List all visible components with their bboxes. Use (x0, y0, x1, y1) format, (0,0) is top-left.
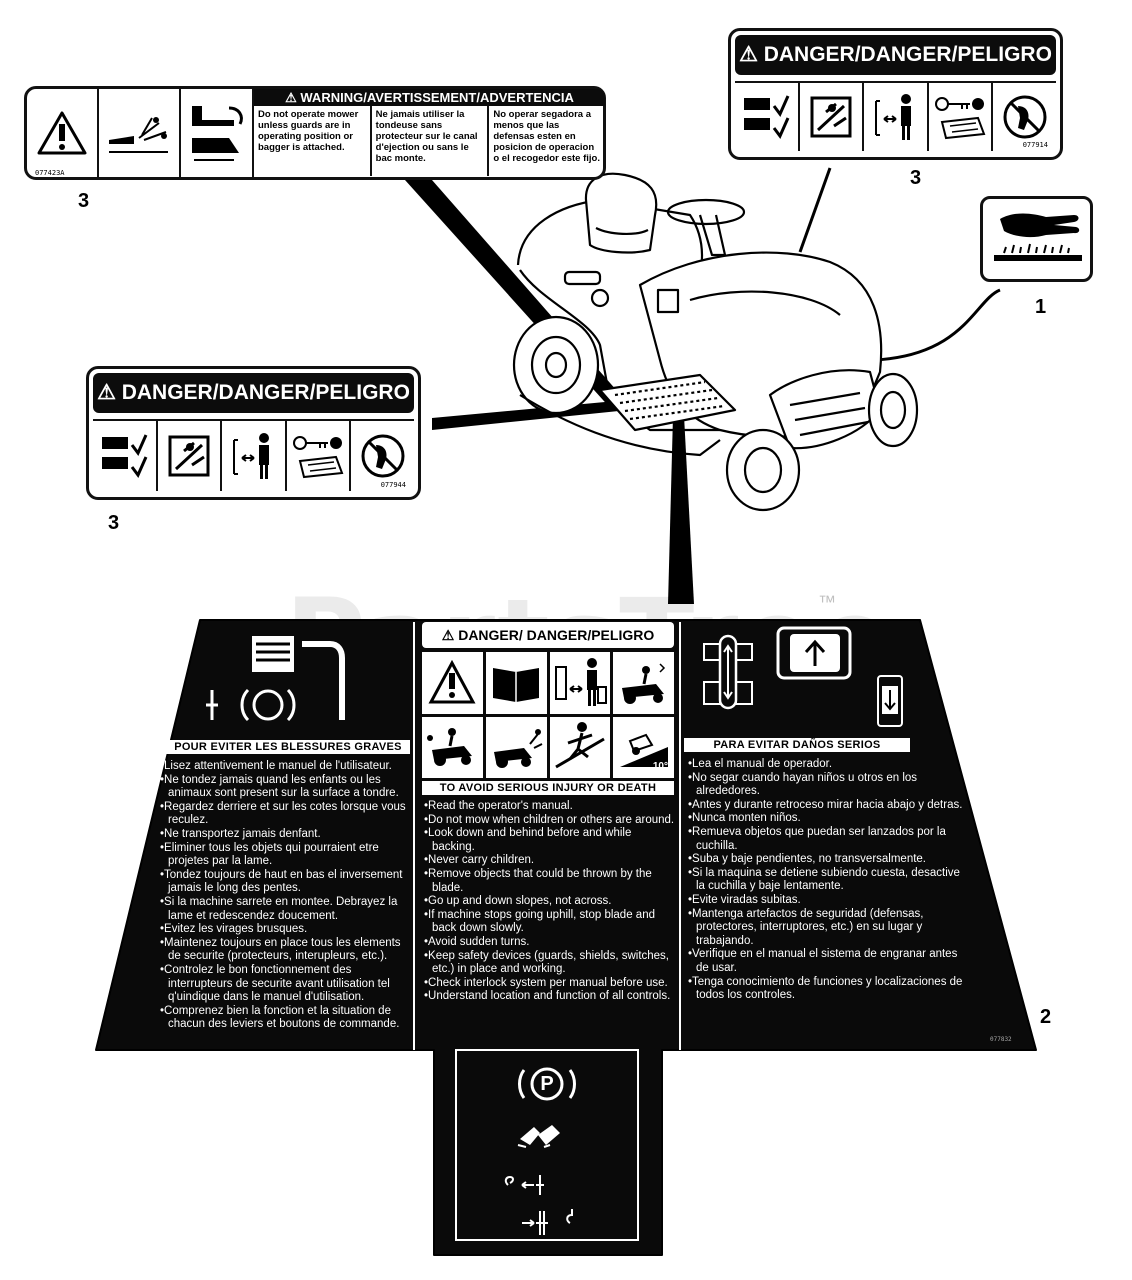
hand-blade-icon (994, 213, 1082, 261)
safety-instruction-item: •No segar cuando hayan niños u otros en … (688, 771, 918, 798)
safety-instruction-item: •Remove objects that could be thrown by … (424, 867, 652, 894)
warning-decal-part-no: 077423A (35, 169, 65, 177)
callout-3-danger-left: 3 (108, 512, 120, 534)
warning-triangle-icon (37, 111, 87, 155)
right-section-heading: PARA EVITAR DAÑOS SERIOS (684, 738, 910, 752)
center-danger-header: ⚠ DANGER/ DANGER/PELIGRO (422, 622, 674, 648)
safety-instruction-item: •Avoid sudden turns. (424, 935, 530, 948)
safety-instruction-item: •Suba y baje pendientes, no transversalm… (688, 853, 927, 866)
safety-instruction-item: •Understand location and function of all… (424, 990, 671, 1003)
operator-manual-icon (485, 652, 547, 714)
safety-instruction-item: •Lea el manual de operador. (688, 758, 833, 770)
safety-instruction-item: •Ne transportez jamais denfant. (160, 827, 321, 840)
guard-bagger-icon (192, 106, 243, 161)
warning-decal-header: ⚠ WARNING/AVERTISSEMENT/ADVERTENCIA (254, 89, 605, 106)
right-section-text: •Lea el manual de operador.•No segar cua… (688, 758, 964, 1003)
safety-instruction-item: •Eliminer tous les objets qui pourraient… (160, 841, 379, 868)
callout-3-warning: 3 (78, 190, 90, 212)
child-rider-icon (613, 652, 674, 714)
safety-instruction-item: •Tenga conocimiento de funciones y local… (688, 975, 963, 1002)
safety-instruction-item: •Mantenga artefactos de seguridad (defen… (688, 907, 924, 947)
remove-key-icon (929, 83, 994, 151)
no-riders-icon (351, 421, 414, 491)
warning-text-es: No operar segadora a menos que las defen… (493, 109, 600, 164)
remove-key-icon (287, 421, 352, 491)
safety-instruction-item: •Nunca monten niños. (688, 812, 801, 825)
danger-top-header: ⚠ DANGER/DANGER/PELIGRO (735, 35, 1056, 75)
center-section-text: •Read the operator's manual.•Do not mow … (424, 800, 676, 1004)
safety-instruction-item: •Comprenez bien la fonction et la situat… (160, 1004, 400, 1031)
warning-text-fr: Ne jamais utiliser la tondeuse sans prot… (372, 106, 490, 176)
hand-decal (980, 196, 1093, 282)
warning-decal: ⚠ WARNING/AVERTISSEMENT/ADVERTENCIA Do n… (24, 86, 606, 180)
safety-instruction-item: •Keep safety devices (guards, shields, s… (424, 949, 670, 976)
slope-check-icon (93, 421, 158, 491)
center-section-heading: TO AVOID SERIOUS INJURY OR DEATH (422, 781, 674, 795)
thrown-objects-icon (485, 716, 547, 778)
leader-danger-top (798, 167, 832, 253)
safety-instruction-item: •If machine stops going uphill, stop bla… (424, 908, 655, 935)
safety-instruction-item: •Read the operator's manual. (424, 800, 573, 812)
safety-instruction-item: •Remueva objetos que puedan ser lanzados… (688, 825, 946, 852)
lever-release-icon (522, 1209, 573, 1235)
brake-pedal-icon (520, 1125, 560, 1145)
danger-decal-top: ⚠ DANGER/DANGER/PELIGRO 077914 (728, 28, 1063, 160)
left-section-text: •Lisez attentivement le manuel de l'util… (160, 760, 410, 1032)
safety-instruction-item: •Tondez toujours de haut en bas el inver… (160, 868, 403, 895)
warning-triangle-icon (422, 652, 483, 714)
keep-away-icon (222, 421, 287, 491)
blade-lift-icons (703, 626, 903, 727)
trademark: ™ (818, 592, 836, 612)
slope-hazard-icon (549, 716, 611, 778)
warning-text-en: Do not operate mower unless guards are i… (254, 106, 372, 176)
safety-instruction-item: •Never carry children. (424, 854, 535, 867)
panel-part-no: 077832 (990, 1036, 1012, 1043)
safety-instruction-item: •Si la machine sarrete en montee. Debray… (160, 895, 398, 922)
safety-instruction-item: •Maintenez toujours en place tous les el… (160, 936, 401, 963)
leader-hand (874, 288, 1001, 362)
slope-limit-icon: 10° (613, 716, 674, 778)
safety-instruction-item: •Evitez les virages brusques. (160, 923, 308, 936)
callout-2-panel: 2 (1040, 1006, 1052, 1028)
safety-instruction-item: •Si la maquina se detiene subiendo cuest… (688, 866, 960, 893)
slope-check-icon (735, 83, 800, 151)
thrown-object-icon (109, 117, 168, 153)
reverse-mowing-icon (422, 716, 483, 778)
safety-instruction-item: •Go up and down slopes, not across. (424, 895, 612, 908)
danger-top-part-no: 077914 (1022, 141, 1048, 149)
safety-instruction-item: •Check interlock system per manual befor… (424, 976, 668, 989)
park-brake-symbol: P (516, 1062, 578, 1106)
danger-left-part-no: 077944 (380, 481, 406, 489)
safety-instruction-item: •Ne tondez jamais quand les enfants ou l… (160, 773, 399, 800)
safety-instruction-item: •Controlez le bon fonctionnement des int… (160, 963, 390, 1004)
callout-3-danger-top: 3 (910, 167, 922, 189)
leader-danger-left (432, 398, 648, 430)
tractor-drawing (512, 172, 919, 512)
callout-1-hand: 1 (1035, 296, 1047, 318)
keep-away-icon (549, 652, 611, 714)
safety-instruction-item: •Look down and behind before and while b… (424, 827, 632, 853)
center-icon-grid: 10° (422, 652, 674, 778)
safety-instruction-item: •Verifique en el manual el sistema de en… (688, 948, 958, 974)
park-brake-controls-icons (504, 1125, 573, 1235)
danger-left-header: ⚠ DANGER/DANGER/PELIGRO (93, 373, 414, 413)
safety-instruction-item: •Regardez derriere et sur les cotes lors… (160, 800, 406, 827)
safety-instruction-item: •Evite viradas subitas. (688, 893, 801, 906)
keep-away-icon (864, 83, 929, 151)
blade-hazard-icon (800, 83, 865, 151)
throttle-choke-icons (206, 636, 345, 722)
left-section-heading: POUR EVITER LES BLESSURES GRAVES (166, 740, 410, 754)
safety-instruction-item: •Antes y durante retroceso mirar hacia a… (688, 798, 963, 811)
safety-instruction-item: •Do not mow when children or others are … (424, 813, 675, 826)
blade-hazard-icon (158, 421, 223, 491)
slope-limit-label: 10° (652, 761, 668, 772)
no-riders-icon (993, 83, 1056, 151)
danger-decal-left: ⚠ DANGER/DANGER/PELIGRO 077944 (86, 366, 421, 500)
lever-engage-icon (504, 1175, 544, 1195)
safety-instruction-item: •Lisez attentivement le manuel de l'util… (160, 760, 392, 772)
park-label: P (540, 1072, 554, 1095)
